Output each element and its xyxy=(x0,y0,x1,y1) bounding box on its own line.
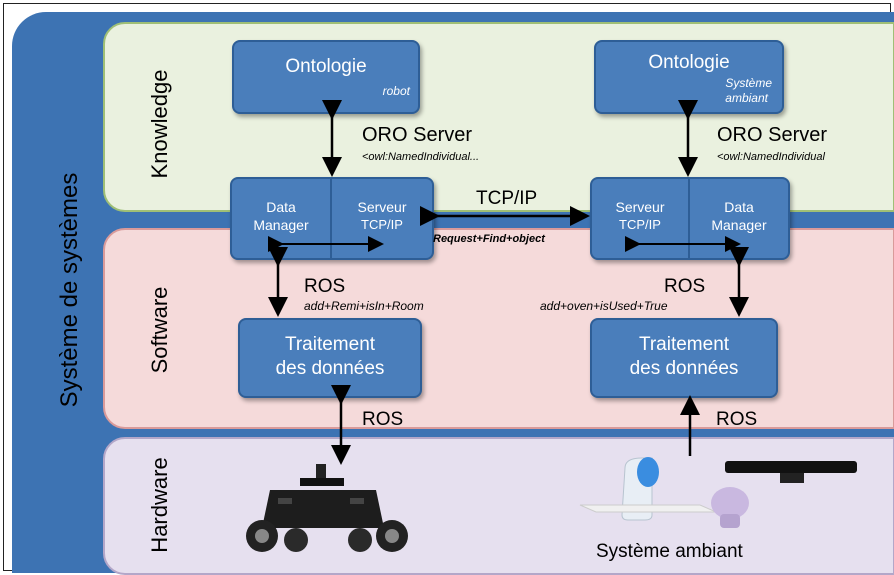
ontology-robot-title: Ontologie xyxy=(285,56,367,77)
ros-right-title: ROS xyxy=(664,276,706,297)
left-node-divider xyxy=(330,179,332,258)
hardware-layer xyxy=(103,437,894,575)
right-server-2: TCP/IP xyxy=(619,217,661,232)
tcp-title: TCP/IP xyxy=(476,188,538,209)
oro-right-example: <owl:NamedIndividual xyxy=(717,151,825,163)
processing-left-2: des données xyxy=(275,358,385,379)
oro-left-title: ORO Server xyxy=(362,124,473,146)
ontology-robot-subtitle: robot xyxy=(382,84,410,98)
ros-hw-right: ROS xyxy=(716,409,758,430)
processing-left-box: Traitement des données xyxy=(238,318,422,398)
ontology-ambient-box: Ontologie Système ambiant xyxy=(594,40,784,114)
processing-right-2: des données xyxy=(629,358,739,379)
left-data-manager-2: Manager xyxy=(253,217,309,233)
processing-right-1: Traitement xyxy=(638,334,730,355)
ontology-robot-box: Ontologie robot xyxy=(232,40,420,114)
left-data-manager-1: Data xyxy=(266,199,296,215)
ontology-ambient-subtitle-1: Système xyxy=(725,76,772,90)
ros-left-example: add+Remi+isIn+Room xyxy=(304,299,424,313)
ontology-ambient-title: Ontologie xyxy=(648,52,730,73)
ambient-label: Système ambiant xyxy=(596,541,743,562)
right-data-manager-2: Manager xyxy=(711,217,767,233)
left-server-1: Serveur xyxy=(357,199,407,215)
right-server-1: Serveur xyxy=(615,199,665,215)
left-server-2: TCP/IP xyxy=(361,217,403,232)
ros-left-title: ROS xyxy=(304,276,346,297)
ambient-devices-image xyxy=(579,457,857,528)
ros-right-example: add+oven+isUsed+True xyxy=(540,299,668,313)
ontology-ambient-subtitle-2: ambiant xyxy=(725,91,768,105)
oro-right-title: ORO Server xyxy=(717,124,828,146)
right-node-divider xyxy=(688,179,690,258)
processing-left-1: Traitement xyxy=(284,334,376,355)
tcp-example: Request+Find+object xyxy=(433,233,545,245)
processing-right-box: Traitement des données xyxy=(590,318,778,398)
oro-left-example: <owl:NamedIndividual... xyxy=(362,151,480,163)
ros-hw-left: ROS xyxy=(362,409,404,430)
right-data-manager-1: Data xyxy=(724,199,754,215)
robot-image xyxy=(246,464,408,552)
